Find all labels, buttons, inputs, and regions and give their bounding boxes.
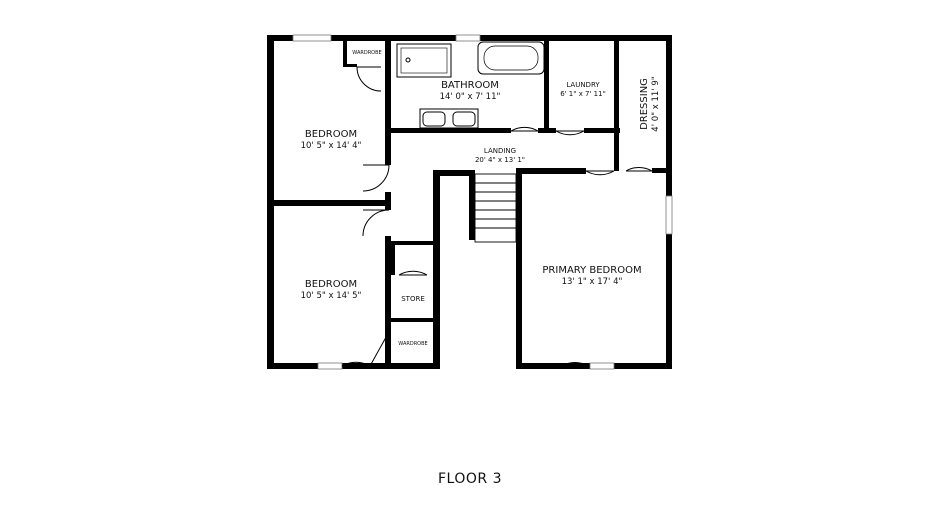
room-name-dressing: DRESSING [639,78,650,130]
windows [292,34,673,370]
room-dims-dressing: 4' 0" x 11' 9" [651,76,661,131]
basin-left [422,111,446,127]
room-name-store: STORE [401,295,425,303]
stairs [474,173,517,243]
doors [341,66,653,367]
room-dims-landing: 20' 4" x 13' 1" [475,156,525,164]
room-name-laundry: LAUNDRY [566,81,600,89]
room-name-wardrobe-bottom: WARDROBE [398,341,427,347]
bathroom-fixtures [396,41,545,129]
room-name-landing: LANDING [484,147,516,155]
room-dims-laundry: 6' 1" x 7' 11" [560,90,606,98]
floor-title: FLOOR 3 [438,471,502,487]
room-dims-bedroom-top: 10' 5" x 14' 4" [301,141,362,151]
room-name-wardrobe-top: WARDROBE [352,50,381,56]
room-dims-bathroom: 14' 0" x 7' 11" [440,92,501,102]
room-name-bathroom: BATHROOM [441,80,499,91]
room-name-bedroom-top: BEDROOM [305,129,357,140]
room-dims-bedroom-bottom: 10' 5" x 14' 5" [301,291,362,301]
room-name-bedroom-bottom: BEDROOM [305,279,357,290]
shower-drain [405,57,411,63]
room-dims-primary-bedroom: 13' 1" x 17' 4" [562,277,623,287]
room-name-primary-bedroom: PRIMARY BEDROOM [542,265,641,276]
basin-right [452,111,476,127]
